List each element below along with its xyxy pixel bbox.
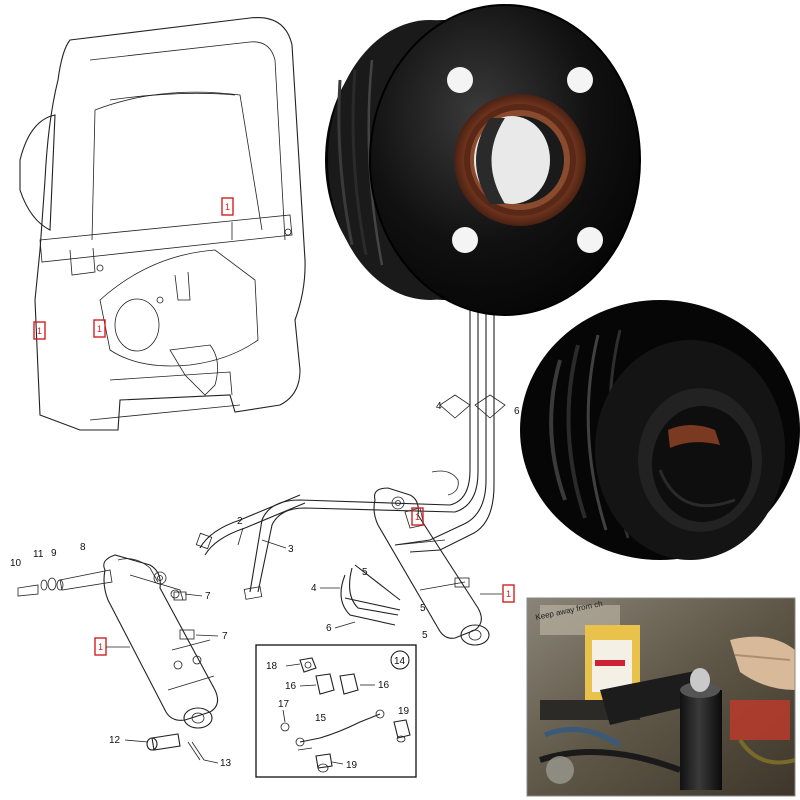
callout-label: 15 bbox=[315, 713, 327, 724]
callout-label: 6 bbox=[326, 623, 332, 634]
callout-label: 7 bbox=[205, 591, 211, 602]
install-photo: Keep away from ch bbox=[526, 597, 796, 797]
bolt-hole bbox=[447, 67, 473, 93]
callout-box bbox=[94, 637, 107, 656]
callout-label: 17 bbox=[278, 699, 290, 710]
left-cylinder-drawing bbox=[17, 554, 219, 761]
seal-side-photo bbox=[520, 300, 800, 560]
callout-box bbox=[411, 507, 424, 526]
callout-label: 1 bbox=[415, 512, 420, 522]
callout-label: 16 bbox=[378, 680, 390, 691]
callout-label: 4 bbox=[436, 401, 442, 412]
callout-label: 18 bbox=[266, 661, 278, 672]
right-cylinder-drawing bbox=[373, 487, 490, 646]
callout-label: 1 bbox=[97, 324, 102, 334]
callout-label: 13 bbox=[220, 758, 232, 769]
right-cylinder-labels: 1 1 4 6 4 5 5 5 6 bbox=[311, 401, 520, 641]
hand bbox=[730, 636, 795, 690]
left-cylinder-labels: 1 10 11 9 8 7 7 12 13 2 3 bbox=[10, 516, 294, 769]
callout-label: 2 bbox=[237, 516, 243, 527]
callout-label: 8 bbox=[80, 542, 86, 553]
callout-box bbox=[502, 584, 515, 603]
callout-label: 16 bbox=[285, 681, 297, 692]
callout-label: 1 bbox=[225, 202, 230, 212]
callout-label: 5 bbox=[362, 567, 368, 578]
bolt-hole bbox=[577, 227, 603, 253]
callout-box bbox=[33, 321, 46, 340]
callout-label: 10 bbox=[10, 558, 22, 569]
cylinder-photo bbox=[680, 690, 722, 790]
callout-label: 1 bbox=[37, 326, 42, 336]
callout-label: 6 bbox=[514, 406, 520, 417]
callout-label: 4 bbox=[311, 583, 317, 594]
callout-box bbox=[93, 319, 106, 338]
callout-label: 7 bbox=[222, 631, 228, 642]
callout-label: 11 bbox=[33, 549, 44, 560]
inset-number: 14 bbox=[394, 656, 406, 667]
inset-box: 14 18 16 16 17 15 19 19 bbox=[255, 644, 417, 778]
callout-label: 9 bbox=[51, 548, 57, 559]
callout-label: 3 bbox=[288, 544, 294, 555]
hydraulic-lines bbox=[195, 305, 506, 626]
frame-callouts: 1 1 1 bbox=[33, 197, 234, 340]
bolt-hole bbox=[452, 227, 478, 253]
callout-label: 5 bbox=[422, 630, 428, 641]
callout-label: 19 bbox=[346, 760, 358, 771]
callout-label: 1 bbox=[98, 642, 103, 652]
callout-box bbox=[221, 197, 234, 216]
callout-label: 1 bbox=[506, 589, 511, 599]
seal-top-photo bbox=[325, 4, 641, 316]
bolt-hole bbox=[567, 67, 593, 93]
callout-label: 5 bbox=[420, 603, 426, 614]
callout-label: 19 bbox=[398, 706, 410, 717]
callout-label: 12 bbox=[109, 735, 121, 746]
cab-frame-drawing bbox=[19, 16, 306, 431]
